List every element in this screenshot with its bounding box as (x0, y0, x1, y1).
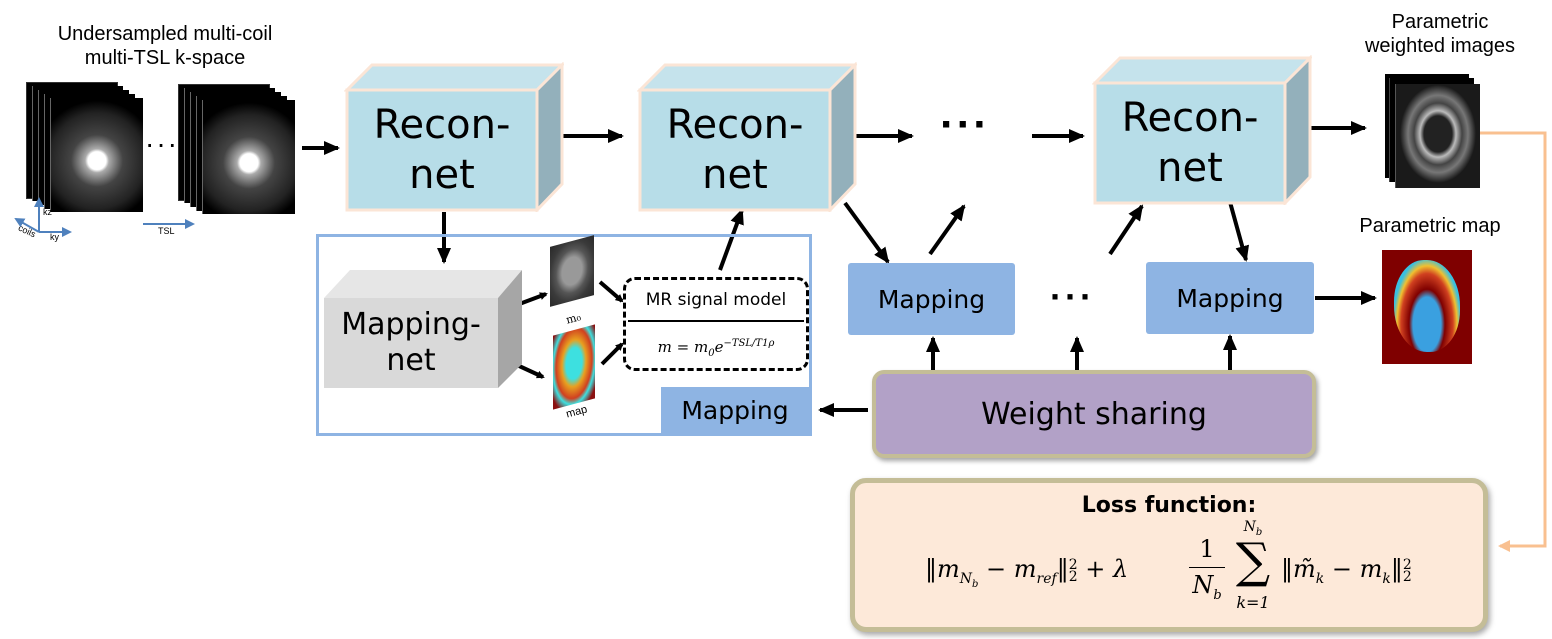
recon-net-label: Recon-net (1121, 95, 1259, 191)
signal-model-equation: m = m0e−TSL/T1ρ (657, 338, 775, 359)
mapping-net-label: Mapping-net (341, 307, 481, 378)
mapping-detail-panel (316, 234, 812, 436)
axis-ky-label: ky (50, 232, 59, 242)
arrow-recon3-mapping2 (1228, 201, 1250, 262)
kspace-stack-first (26, 82, 146, 212)
kspace-image (50, 98, 143, 212)
loss-title: Loss function: (1081, 493, 1257, 518)
input-title: Undersampled multi-coil multi-TSL k-spac… (20, 22, 310, 70)
arrow-to-recon3 (1108, 204, 1144, 256)
recon-net-label: Recon-net (373, 102, 511, 198)
input-title-line1: Undersampled multi-coil (57, 23, 273, 45)
mapping-ellipsis: ··· (1050, 276, 1095, 317)
weighted-images-title: Parametric weighted images (1364, 11, 1516, 57)
kspace-stack-last (178, 84, 298, 214)
mapping-net-block: Mapping-net (322, 268, 522, 390)
map-heat-region (1394, 260, 1460, 352)
map-image (553, 324, 595, 410)
weight-sharing-block: Weight sharing (872, 370, 1316, 458)
recon-net-label: Recon-net (666, 102, 804, 198)
m0-image (550, 235, 594, 307)
parametric-map-image (1382, 250, 1472, 364)
mapping-block-1: Mapping (848, 263, 1015, 335)
mr-signal-model: MR signal model m = m0e−TSL/T1ρ (623, 277, 809, 371)
axis-kz-label: kz (43, 207, 52, 217)
recon-net-block-2: Recon-net (637, 62, 857, 212)
axis-arrows (14, 197, 195, 237)
weighted-images-stack (1385, 74, 1480, 188)
arrow-mapping1-up (928, 204, 966, 256)
feedback-line (1423, 131, 1547, 552)
recon-net-block-1: Recon-net (344, 62, 564, 212)
parametric-map-title: Parametric map (1359, 215, 1501, 237)
input-title-line2: multi-TSL k-space (84, 47, 246, 69)
arrow-recon2-mapping1 (843, 201, 890, 264)
kspace-image (202, 100, 295, 214)
knee-image (1395, 84, 1480, 188)
mapping-block-2: Mapping (1146, 262, 1314, 334)
mapping-detail-block: Mapping (661, 387, 809, 434)
recon-net-block-3: Recon-net (1092, 55, 1312, 205)
kspace-ellipsis: ··· (145, 128, 179, 159)
axis-tsl-label: TSL (158, 226, 175, 236)
signal-model-title: MR signal model (628, 280, 804, 322)
arrow-model-recon2 (718, 208, 744, 271)
recon-chain-ellipsis: ··· (940, 100, 990, 149)
